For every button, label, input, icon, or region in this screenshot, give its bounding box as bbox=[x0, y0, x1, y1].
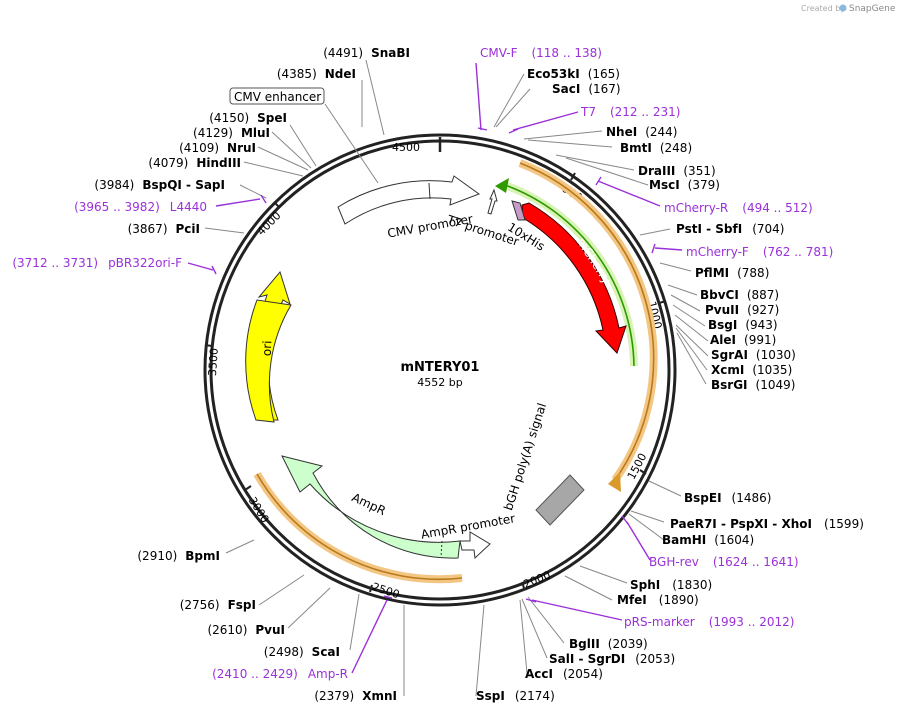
primer-label: BGH-rev(1624 .. 1641) bbox=[649, 555, 799, 569]
feature-orf-orange bbox=[253, 159, 658, 584]
enzyme-labels-right: Eco53kI(165) SacI(167) NheI(244) BmtI(24… bbox=[476, 67, 864, 703]
tick-mark bbox=[639, 469, 647, 475]
enzyme-label: SspI(2174) bbox=[476, 689, 555, 703]
watermark-brand: SnapGene bbox=[849, 4, 896, 14]
enzyme-label: BglII(2039) bbox=[569, 637, 648, 651]
tick-mark bbox=[658, 300, 667, 304]
watermark-created-by: Created by bbox=[801, 4, 845, 13]
enzyme-label: (2610)PvuI bbox=[207, 623, 285, 637]
feature-label-ampr-promoter: AmpR promoter bbox=[420, 511, 516, 541]
enzyme-label: XcmI(1035) bbox=[711, 363, 792, 377]
plasmid-length: 4552 bp bbox=[417, 376, 462, 389]
enzyme-label: (3867)PciI bbox=[128, 222, 200, 236]
enzyme-label: (2756)FspI bbox=[180, 598, 256, 612]
enzyme-label: (4079)HindIII bbox=[148, 156, 241, 170]
snapgene-logo-icon bbox=[839, 4, 847, 12]
primer-label: mCherry-R(494 .. 512) bbox=[664, 201, 813, 215]
enzyme-label: SacI(167) bbox=[552, 82, 621, 96]
enzyme-label: (4385)NdeI bbox=[277, 67, 356, 81]
tick-label-2000: 2000 bbox=[522, 568, 553, 591]
enzyme-label: (4129)MluI bbox=[193, 126, 270, 140]
primer-label: (3712 .. 3731)pBR322ori-F bbox=[12, 256, 182, 270]
tick-mark bbox=[204, 344, 213, 347]
tick-mark bbox=[570, 172, 576, 181]
enzyme-label: BamHI(1604) bbox=[662, 533, 754, 547]
enzyme-label: BmtI(248) bbox=[620, 141, 692, 155]
enzyme-label: (4150)SpeI bbox=[209, 111, 287, 125]
tick-label-4000: 4000 bbox=[255, 209, 284, 238]
feature-cmv-promoter: CMV promoter bbox=[337, 175, 481, 241]
primer-label: T7(212 .. 231) bbox=[580, 105, 680, 119]
primer-label: CMV-F(118 .. 138) bbox=[480, 46, 602, 60]
enzyme-label: NheI(244) bbox=[606, 125, 677, 139]
enzyme-label: PaeR7I - PspXI - XhoI(1599) bbox=[670, 517, 864, 531]
primer-label: (3965 .. 3982)L4440 bbox=[74, 200, 207, 214]
feature-label-ampr: AmpR bbox=[350, 490, 388, 518]
tick-mark bbox=[369, 584, 373, 593]
enzyme-label: MscI(379) bbox=[649, 178, 720, 192]
tick-label-4500: 4500 bbox=[392, 141, 420, 154]
enzyme-label: (2379)XmnI bbox=[314, 689, 397, 703]
enzyme-label: PstI - SbfI(704) bbox=[676, 222, 784, 236]
enzyme-label: (4491)SnaBI bbox=[323, 46, 410, 60]
enzyme-label: AccI(2054) bbox=[525, 667, 603, 681]
enzyme-label: (2910)BpmI bbox=[137, 549, 220, 563]
plasmid-name: mNTERY01 bbox=[401, 360, 480, 375]
enzyme-label: DraIII(351) bbox=[638, 164, 716, 178]
tick-mark bbox=[244, 485, 252, 491]
enzyme-label: SphI(1830) bbox=[630, 578, 712, 592]
enzyme-label: BspEI(1486) bbox=[684, 491, 771, 505]
enzyme-label: BsgI(943) bbox=[708, 318, 778, 332]
enzyme-label: Eco53kI(165) bbox=[527, 67, 620, 81]
primer-markers bbox=[187, 62, 683, 674]
primer-label: pRS-marker(1993 .. 2012) bbox=[624, 615, 794, 629]
feature-label-cmv-enhancer: CMV enhancer bbox=[234, 90, 321, 104]
feature-label-bgh-polya: bGH poly(A) signal bbox=[501, 401, 549, 512]
enzyme-label: BsrGI(1049) bbox=[711, 378, 795, 392]
primer-labels: CMV-F(118 .. 138) T7(212 .. 231) mCherry… bbox=[12, 46, 833, 681]
enzyme-label: SalI - SgrDI(2053) bbox=[549, 652, 675, 666]
feature-ampr: AmpR bbox=[281, 455, 461, 559]
enzyme-label: MfeI(1890) bbox=[617, 593, 699, 607]
primer-label: mCherry-F(762 .. 781) bbox=[686, 245, 833, 259]
enzyme-labels-left: (4491)SnaBI (4385)NdeI (4150)SpeI (4129)… bbox=[94, 46, 410, 703]
enzyme-label: BbvCI(887) bbox=[700, 288, 779, 302]
feature-cmv-enhancer: CMV enhancer bbox=[229, 87, 379, 184]
tick-mark bbox=[521, 581, 525, 589]
enzyme-label: SgrAI(1030) bbox=[711, 348, 796, 362]
tick-label-3500: 3500 bbox=[206, 348, 221, 377]
feature-label-ori: ori bbox=[260, 340, 275, 356]
enzyme-label: (3984)BspQI - SapI bbox=[94, 178, 225, 192]
enzyme-label: (2498)ScaI bbox=[264, 645, 340, 659]
primer-label: (2410 .. 2429)Amp-R bbox=[212, 667, 348, 681]
tick-mark bbox=[274, 202, 281, 209]
snapgene-watermark: Created by SnapGene bbox=[801, 4, 896, 14]
feature-bgh-polya: bGH poly(A) signal bbox=[501, 401, 585, 526]
enzyme-label: AleI(991) bbox=[710, 333, 776, 347]
feature-orf-green bbox=[495, 178, 638, 367]
enzyme-label: PvuII(927) bbox=[705, 303, 779, 317]
enzyme-label: (4109)NruI bbox=[179, 141, 256, 155]
enzyme-label: PflMI(788) bbox=[695, 266, 769, 280]
feature-ori: ori bbox=[245, 270, 292, 423]
